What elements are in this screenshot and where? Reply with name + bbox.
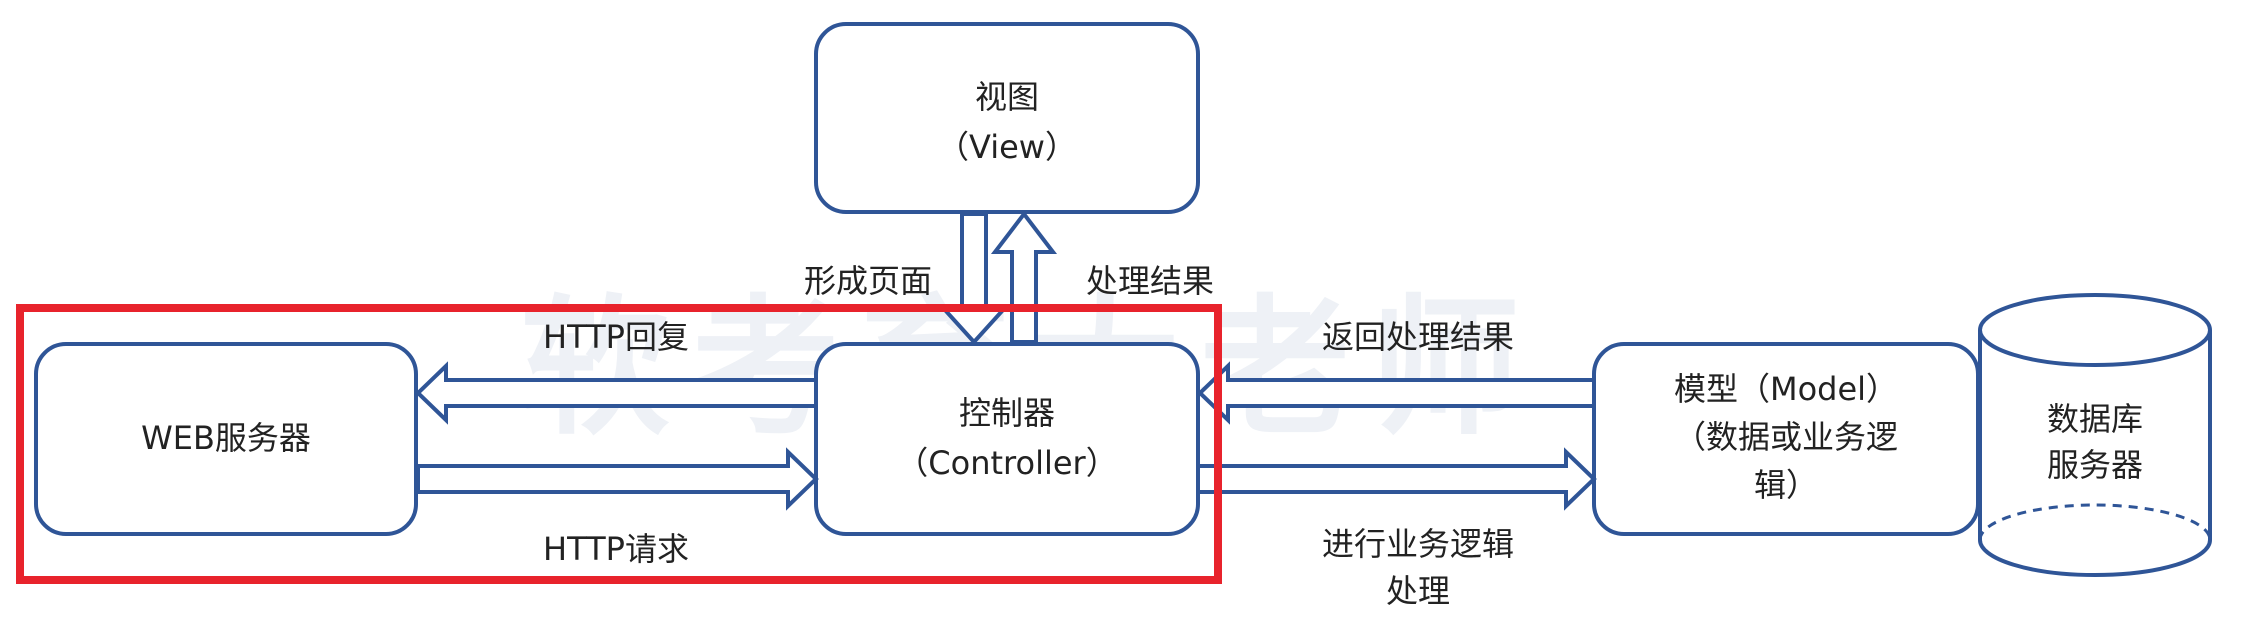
http-request-arrow: [416, 447, 819, 511]
model-title: 模型（Model）: [1674, 370, 1898, 408]
view-title: 视图: [975, 78, 1039, 116]
http-reply-arrow: [415, 361, 818, 425]
process-result-label: 处理结果: [1086, 262, 1214, 300]
return-result-label: 返回处理结果: [1322, 318, 1514, 356]
controller-title: 控制器: [959, 394, 1055, 432]
business-logic-arrow: [1196, 447, 1597, 511]
http-reply-label: HTTP回复: [543, 318, 689, 356]
database-top: [1978, 293, 2212, 367]
business-logic-label-line2: 处理: [1386, 572, 1450, 610]
form-page-label: 形成页面: [804, 262, 932, 300]
controller-box: [814, 342, 1200, 536]
highlight-rectangle: [16, 304, 1222, 584]
database-hidden-edge: [1978, 503, 2212, 541]
web-server-box: [34, 342, 418, 536]
web-server-label: WEB服务器: [141, 419, 311, 457]
database-label-line2: 服务器: [2047, 446, 2143, 484]
http-request-label: HTTP请求: [543, 530, 689, 568]
business-logic-label-line1: 进行业务逻辑: [1322, 525, 1514, 563]
database-label-line1: 数据库: [2047, 400, 2143, 438]
model-desc-line2: 辑）: [1754, 466, 1818, 504]
database-cylinder: [1978, 293, 2212, 577]
process-result-arrow: [990, 210, 1058, 344]
view-subtitle: （View）: [937, 128, 1077, 166]
model-desc-line1: （数据或业务逻: [1674, 418, 1898, 456]
controller-subtitle: （Controller）: [896, 444, 1117, 482]
view-box: [814, 22, 1200, 214]
database-body: [1978, 330, 2212, 577]
